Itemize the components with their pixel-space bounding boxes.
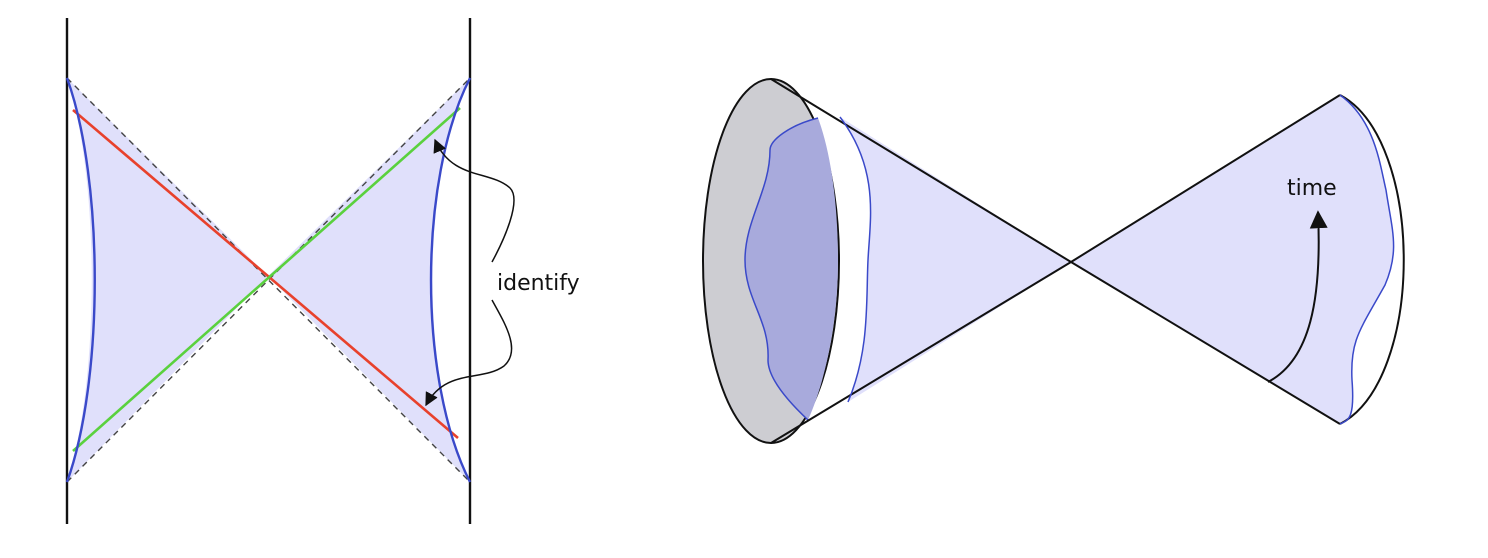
left-cone-region [840, 117, 1071, 402]
time-label: time [1287, 176, 1337, 201]
red-line [72, 109, 459, 439]
identify-arrow-up [433, 138, 515, 263]
left-blue-boundary [65, 77, 96, 483]
identify-label: identify [497, 271, 580, 296]
dashed-diagonal-down [66, 77, 471, 483]
right-diagram: time [702, 78, 1405, 444]
time-arrow [1267, 210, 1328, 383]
identify-arrow-down [425, 299, 513, 407]
left-cap-blue-boundary [744, 117, 819, 421]
cone-upper-right-edge [1070, 94, 1341, 263]
left-cap-inner-region [745, 118, 838, 420]
cone-lower-right-edge [1070, 261, 1341, 425]
cone-lower-left-edge [770, 261, 1072, 444]
cone-upper-left-edge [770, 78, 1072, 263]
right-wedge-region [268, 78, 470, 482]
right-cone-region [1071, 95, 1394, 424]
right-cone-blue-boundary [1339, 94, 1395, 425]
right-cone-cap [1339, 94, 1405, 425]
left-cone-blue-boundary [839, 116, 872, 403]
left-wedge-region [67, 78, 268, 482]
green-line [72, 107, 461, 452]
right-blue-boundary [429, 77, 472, 483]
dashed-diagonal-up [66, 77, 471, 483]
left-diagram: identify [65, 18, 580, 524]
